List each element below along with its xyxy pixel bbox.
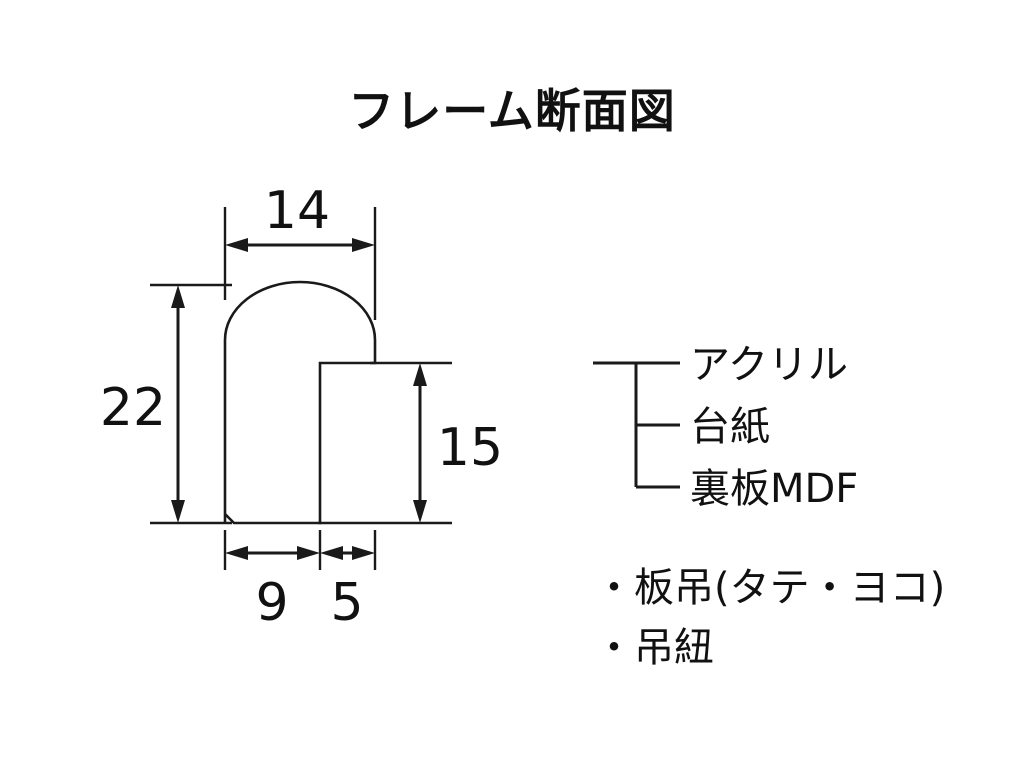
legend-bracket bbox=[593, 361, 680, 489]
frame-profile-outline bbox=[223, 280, 377, 525]
dimension-width-overall: 14 bbox=[223, 181, 377, 320]
note-label-1: 板吊(タテ・ヨコ) bbox=[634, 565, 945, 611]
legend-label-backboard-mdf: 裏板MDF bbox=[690, 466, 858, 512]
page-title: フレーム断面図 bbox=[348, 84, 676, 138]
dimension-height-overall: 22 bbox=[100, 283, 232, 525]
note-bullet-1: ・ bbox=[594, 565, 634, 611]
dimension-height-rabbet: 15 bbox=[318, 361, 503, 525]
legend-label-mount-board: 台紙 bbox=[690, 404, 770, 450]
dimension-label-5: 5 bbox=[330, 573, 363, 633]
dimension-label-15: 15 bbox=[437, 418, 503, 478]
dimension-label-9: 9 bbox=[255, 573, 288, 633]
legend-label-acrylic: アクリル bbox=[690, 342, 848, 388]
note-item-hanging-cord: ・吊紐 bbox=[594, 625, 714, 671]
note-item-board-hanger: ・板吊(タテ・ヨコ) bbox=[594, 565, 945, 611]
dimension-width-face: 9 bbox=[223, 530, 322, 633]
note-bullet-2: ・ bbox=[594, 625, 634, 671]
dimension-label-14: 14 bbox=[264, 181, 330, 241]
note-label-2: 吊紐 bbox=[634, 625, 714, 671]
dimension-label-22: 22 bbox=[100, 378, 166, 438]
dimension-width-rabbet: 5 bbox=[320, 530, 377, 633]
